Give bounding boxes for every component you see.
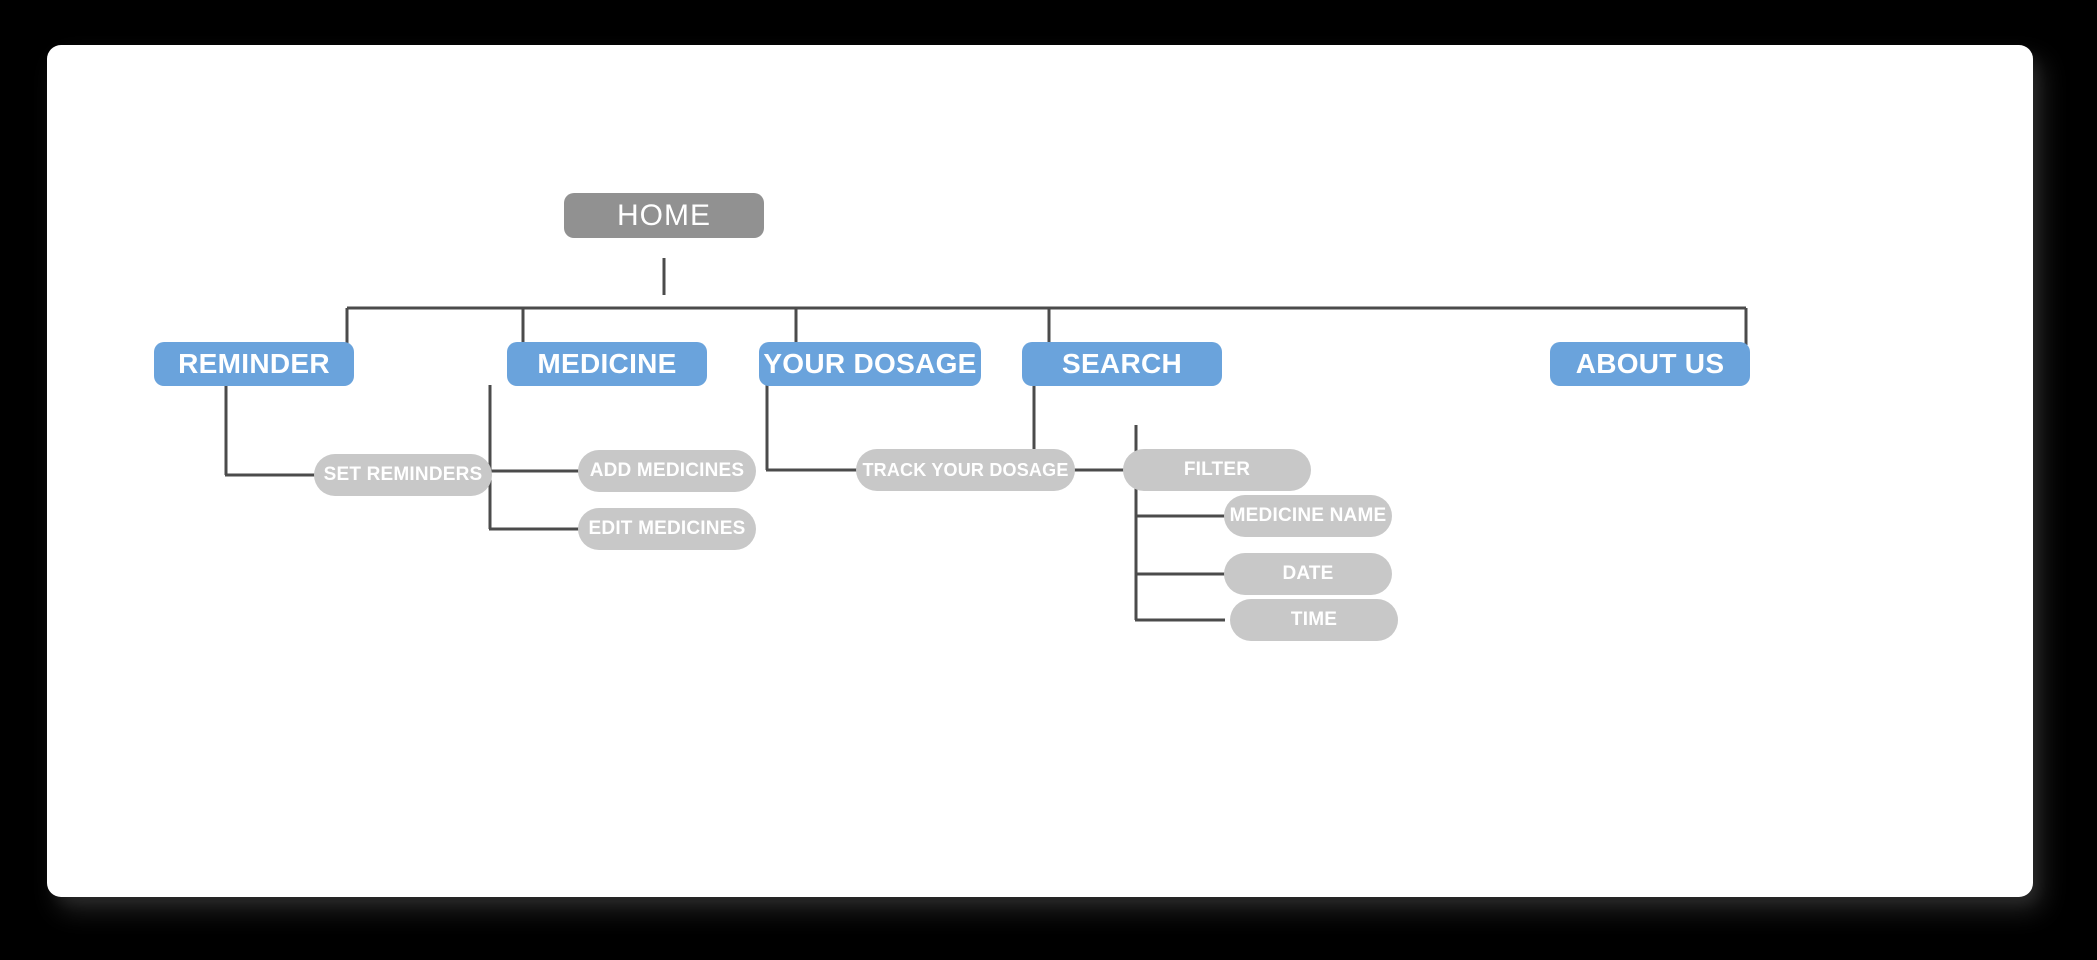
node-medicine-name-label: MEDICINE NAME [1229, 505, 1387, 526]
node-set-reminders[interactable]: SET REMINDERS [314, 454, 492, 496]
node-reminder-label: REMINDER [178, 348, 330, 379]
node-date-label: DATE [1282, 563, 1334, 584]
node-time-label: TIME [1290, 609, 1338, 630]
node-filter[interactable]: FILTER [1123, 449, 1311, 491]
node-home-label: HOME [617, 198, 711, 232]
node-reminder[interactable]: REMINDER [154, 342, 354, 386]
node-time[interactable]: TIME [1230, 599, 1398, 641]
node-your-dosage[interactable]: YOUR DOSAGE [759, 342, 981, 386]
node-filter-label: FILTER [1183, 459, 1251, 480]
diagram-card: HOME REMINDER MEDICINE YOUR DOSAGE SEARC… [47, 45, 2033, 897]
node-your-dosage-label: YOUR DOSAGE [763, 348, 977, 379]
node-add-medicines[interactable]: ADD MEDICINES [578, 450, 756, 492]
node-track-your-dosage-label: TRACK YOUR DOSAGE [862, 459, 1069, 480]
sitemap-diagram: HOME REMINDER MEDICINE YOUR DOSAGE SEARC… [47, 45, 2033, 897]
node-edit-medicines-label: EDIT MEDICINES [588, 518, 746, 539]
node-medicine-label: MEDICINE [537, 348, 677, 379]
node-set-reminders-label: SET REMINDERS [323, 464, 483, 485]
node-about-us[interactable]: ABOUT US [1550, 342, 1750, 386]
node-about-us-label: ABOUT US [1575, 348, 1725, 379]
node-search-label: SEARCH [1061, 348, 1183, 379]
node-medicine[interactable]: MEDICINE [507, 342, 707, 386]
node-date[interactable]: DATE [1224, 553, 1392, 595]
node-edit-medicines[interactable]: EDIT MEDICINES [578, 508, 756, 550]
node-track-your-dosage[interactable]: TRACK YOUR DOSAGE [856, 449, 1075, 491]
node-search[interactable]: SEARCH [1022, 342, 1222, 386]
node-medicine-name[interactable]: MEDICINE NAME [1224, 495, 1392, 537]
node-add-medicines-label: ADD MEDICINES [589, 460, 745, 481]
node-home[interactable]: HOME [564, 193, 764, 238]
